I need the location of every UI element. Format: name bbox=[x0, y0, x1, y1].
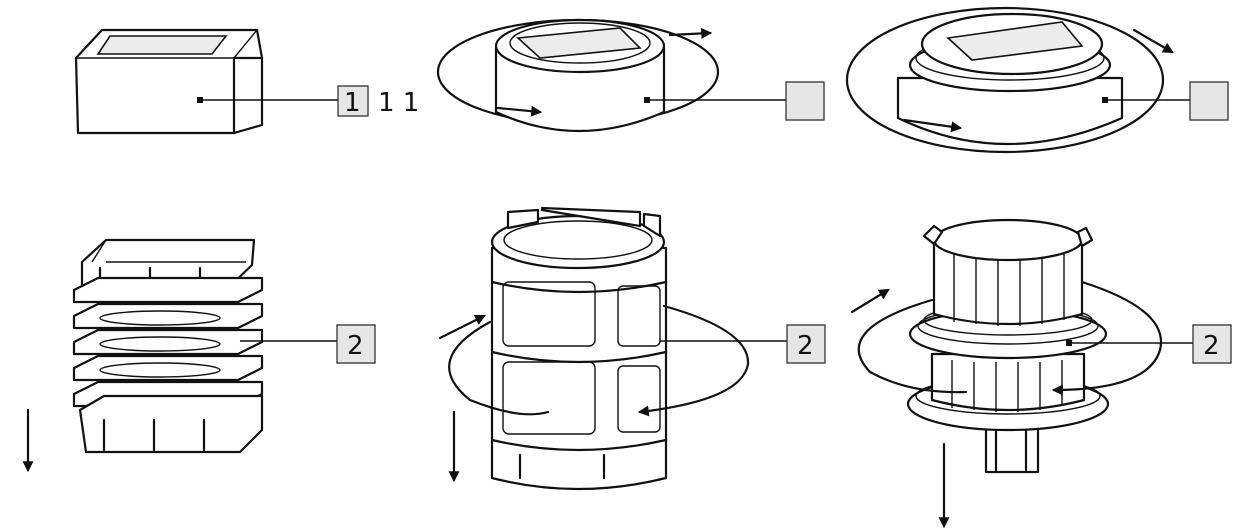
round-cap-figure bbox=[436, 18, 720, 133]
callout-box-2-left: 2 bbox=[336, 324, 376, 364]
callout-box-2-right: 2 bbox=[1192, 324, 1232, 364]
callout-extra-label: 1 1 bbox=[378, 88, 419, 118]
stepped-cap-figure bbox=[845, 6, 1174, 154]
callout-label-2-right: 2 bbox=[1203, 331, 1220, 361]
callout-label-2-middle: 2 bbox=[797, 331, 814, 361]
callout-box-top-right bbox=[1189, 81, 1229, 121]
flanged-cylinder-figure bbox=[850, 218, 1163, 529]
callout-label-2-left: 2 bbox=[347, 331, 364, 361]
callout-box-1: 1 bbox=[337, 85, 369, 118]
rectangular-stack-figure bbox=[22, 238, 264, 473]
rectangular-cap-figure bbox=[74, 28, 264, 135]
callout-box-top-middle bbox=[785, 81, 825, 121]
cylindrical-cage-figure bbox=[438, 206, 750, 491]
callout-label-1: 1 bbox=[344, 88, 361, 118]
callout-box-2-middle: 2 bbox=[786, 324, 826, 364]
